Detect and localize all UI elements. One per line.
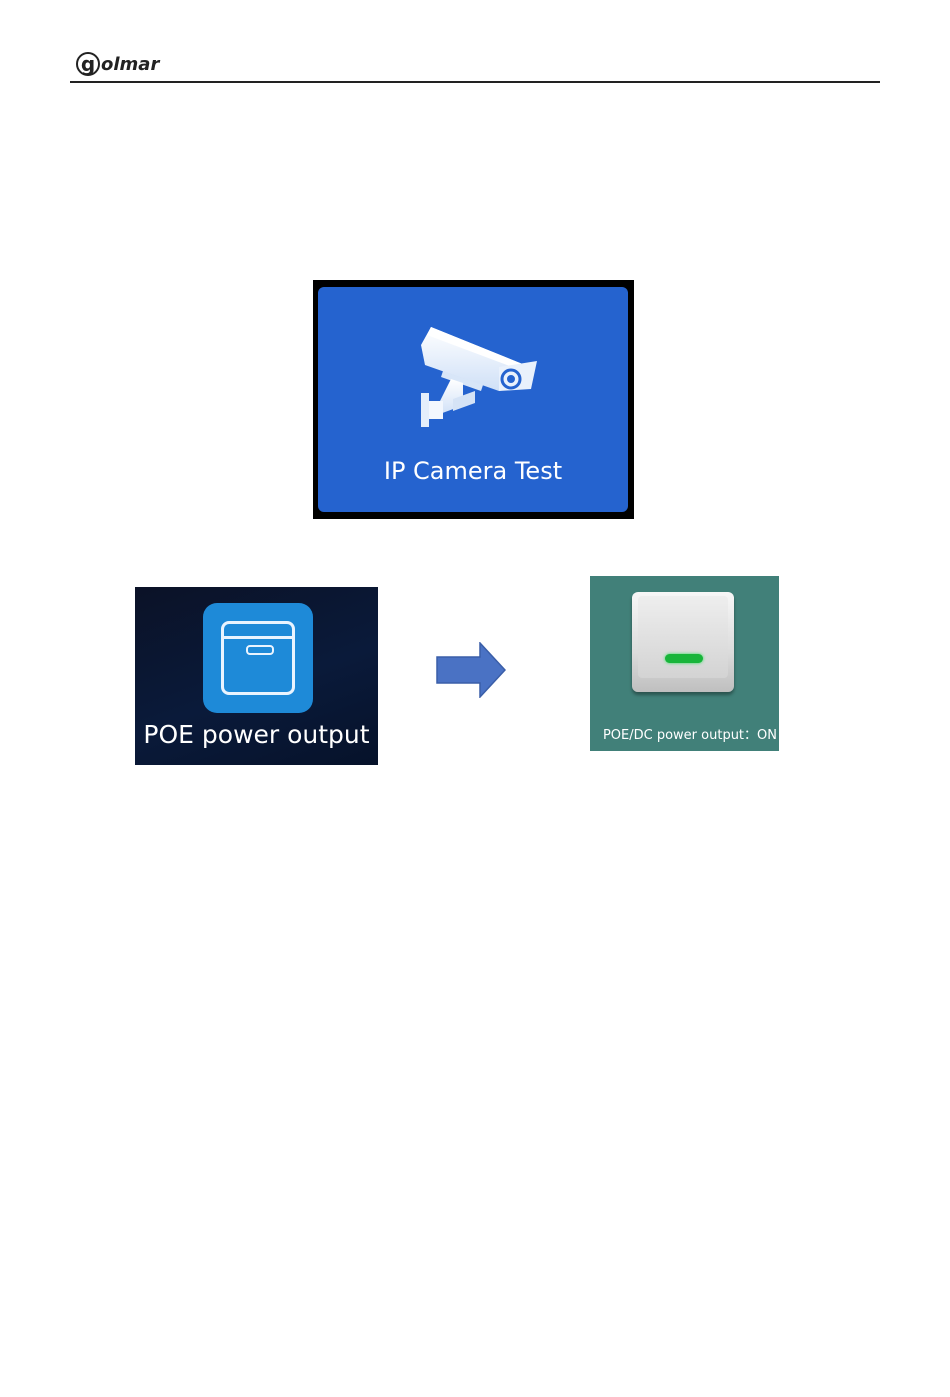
cctv-camera-icon xyxy=(413,317,543,427)
golmar-logo: g olmar xyxy=(76,48,159,80)
poe-power-output-button[interactable] xyxy=(203,603,313,713)
status-led-indicator xyxy=(665,654,703,663)
poe-power-output-label: POE power output xyxy=(135,720,378,749)
logo-g-mark: g xyxy=(76,52,100,76)
switch-face xyxy=(638,596,728,678)
ip-camera-test-label: IP Camera Test xyxy=(318,457,628,485)
toggle-switch-on-icon[interactable] xyxy=(632,592,734,692)
power-switch-icon xyxy=(221,621,295,695)
logo-wordmark: olmar xyxy=(101,54,159,75)
ip-camera-test-screenshot: IP Camera Test xyxy=(313,280,634,519)
right-arrow-icon xyxy=(436,642,506,698)
switch-slot xyxy=(246,645,274,655)
header-divider xyxy=(70,81,880,83)
switch-top-line xyxy=(224,636,292,639)
poe-dc-power-output-screenshot: POE/DC power output：ON xyxy=(590,576,779,751)
ip-camera-test-button[interactable]: IP Camera Test xyxy=(318,287,628,512)
poe-dc-power-status-label: POE/DC power output：ON xyxy=(590,724,779,743)
page-header: g olmar xyxy=(70,44,880,84)
poe-power-output-screenshot: POE power output xyxy=(135,587,378,765)
